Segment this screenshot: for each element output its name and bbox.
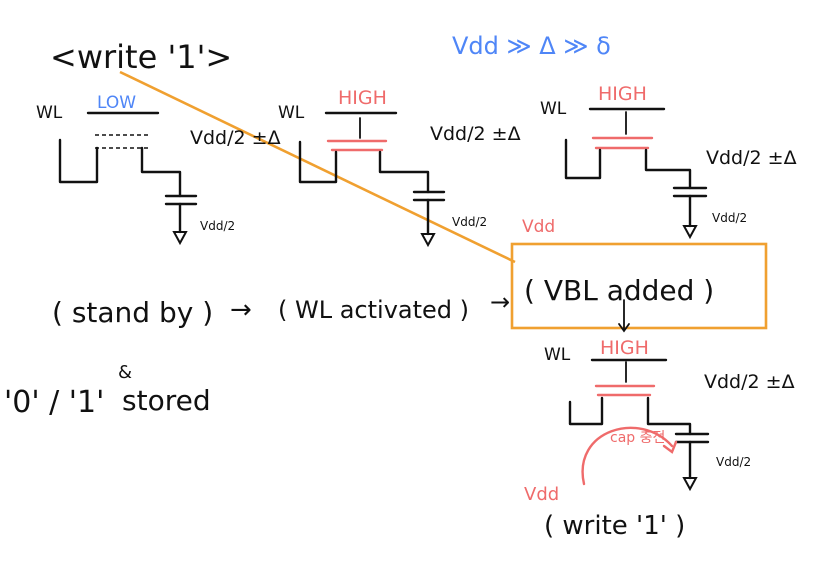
circuit-standby: WL LOW Vdd/2 ±Δ Vdd/2 bbox=[36, 93, 281, 246]
cell-wire bbox=[378, 150, 430, 194]
step-vbl-added: ( VBL added ) bbox=[524, 274, 714, 307]
step-standby: ( stand by ) bbox=[52, 296, 213, 329]
cell-wire bbox=[140, 146, 182, 198]
bitline-voltage: Vdd/2 ±Δ bbox=[430, 123, 521, 145]
vbl-added-box bbox=[510, 242, 768, 330]
plate-voltage: Vdd/2 bbox=[452, 215, 487, 229]
plate-voltage: Vdd/2 bbox=[200, 219, 235, 233]
stored-values: '0' / '1' bbox=[4, 385, 104, 420]
wl-label: WL bbox=[36, 103, 63, 123]
wl-high-label: HIGH bbox=[600, 337, 649, 359]
charge-path-arc bbox=[581, 426, 674, 486]
stored-amp: & bbox=[118, 362, 132, 383]
circuit-vbl-added: WL HIGH Vdd/2 ±Δ Vdd/2 Vdd bbox=[522, 83, 797, 240]
wl-high-label: HIGH bbox=[338, 87, 387, 109]
step-wl-activated: ( WL activated ) bbox=[278, 296, 469, 324]
title-pointer-line bbox=[119, 70, 516, 264]
charge-arrow-head bbox=[662, 440, 678, 454]
arrow-2: → bbox=[490, 288, 510, 316]
bitline-wire bbox=[564, 138, 602, 180]
ground-symbol bbox=[420, 233, 436, 248]
ground-symbol bbox=[682, 225, 698, 240]
cap-charge-label: cap 충전 bbox=[610, 430, 665, 446]
bitline-voltage: Vdd/2 ±Δ bbox=[190, 127, 281, 149]
down-arrow-head bbox=[618, 323, 630, 333]
wl-label: WL bbox=[544, 345, 571, 365]
bitline-vdd-label: Vdd bbox=[524, 484, 559, 505]
bitline-voltage: Vdd/2 ±Δ bbox=[706, 147, 797, 169]
arrow-1: → bbox=[230, 295, 252, 325]
title: <write '1'> bbox=[50, 38, 232, 76]
ground-symbol bbox=[682, 477, 698, 492]
step-write-1: ( write '1' ) bbox=[544, 511, 685, 541]
plate-voltage: Vdd/2 bbox=[712, 211, 747, 225]
cell-wire bbox=[646, 396, 692, 436]
plate-voltage: Vdd/2 bbox=[716, 455, 751, 469]
circuit-write-1: WL HIGH Vdd/2 ±Δ Vdd/2 cap 충전 Vdd bbox=[524, 337, 795, 505]
wl-label: WL bbox=[540, 99, 567, 119]
bitline-voltage: Vdd/2 ±Δ bbox=[704, 371, 795, 393]
wl-low-label: LOW bbox=[97, 93, 136, 113]
bitline-wire bbox=[298, 140, 338, 184]
ground-symbol bbox=[172, 231, 188, 246]
bitline-wire bbox=[568, 396, 604, 426]
voltage-relation: Vdd ≫ Δ ≫ δ bbox=[452, 32, 611, 60]
bitline-wire bbox=[58, 138, 99, 184]
circuit-wl-activated: WL HIGH Vdd/2 ±Δ Vdd/2 bbox=[278, 87, 521, 248]
wl-high-label: HIGH bbox=[598, 83, 647, 105]
stored-label: stored bbox=[122, 384, 211, 417]
wl-label: WL bbox=[278, 103, 305, 123]
cell-wire bbox=[644, 148, 692, 190]
bitline-vdd-label: Vdd bbox=[522, 217, 555, 237]
